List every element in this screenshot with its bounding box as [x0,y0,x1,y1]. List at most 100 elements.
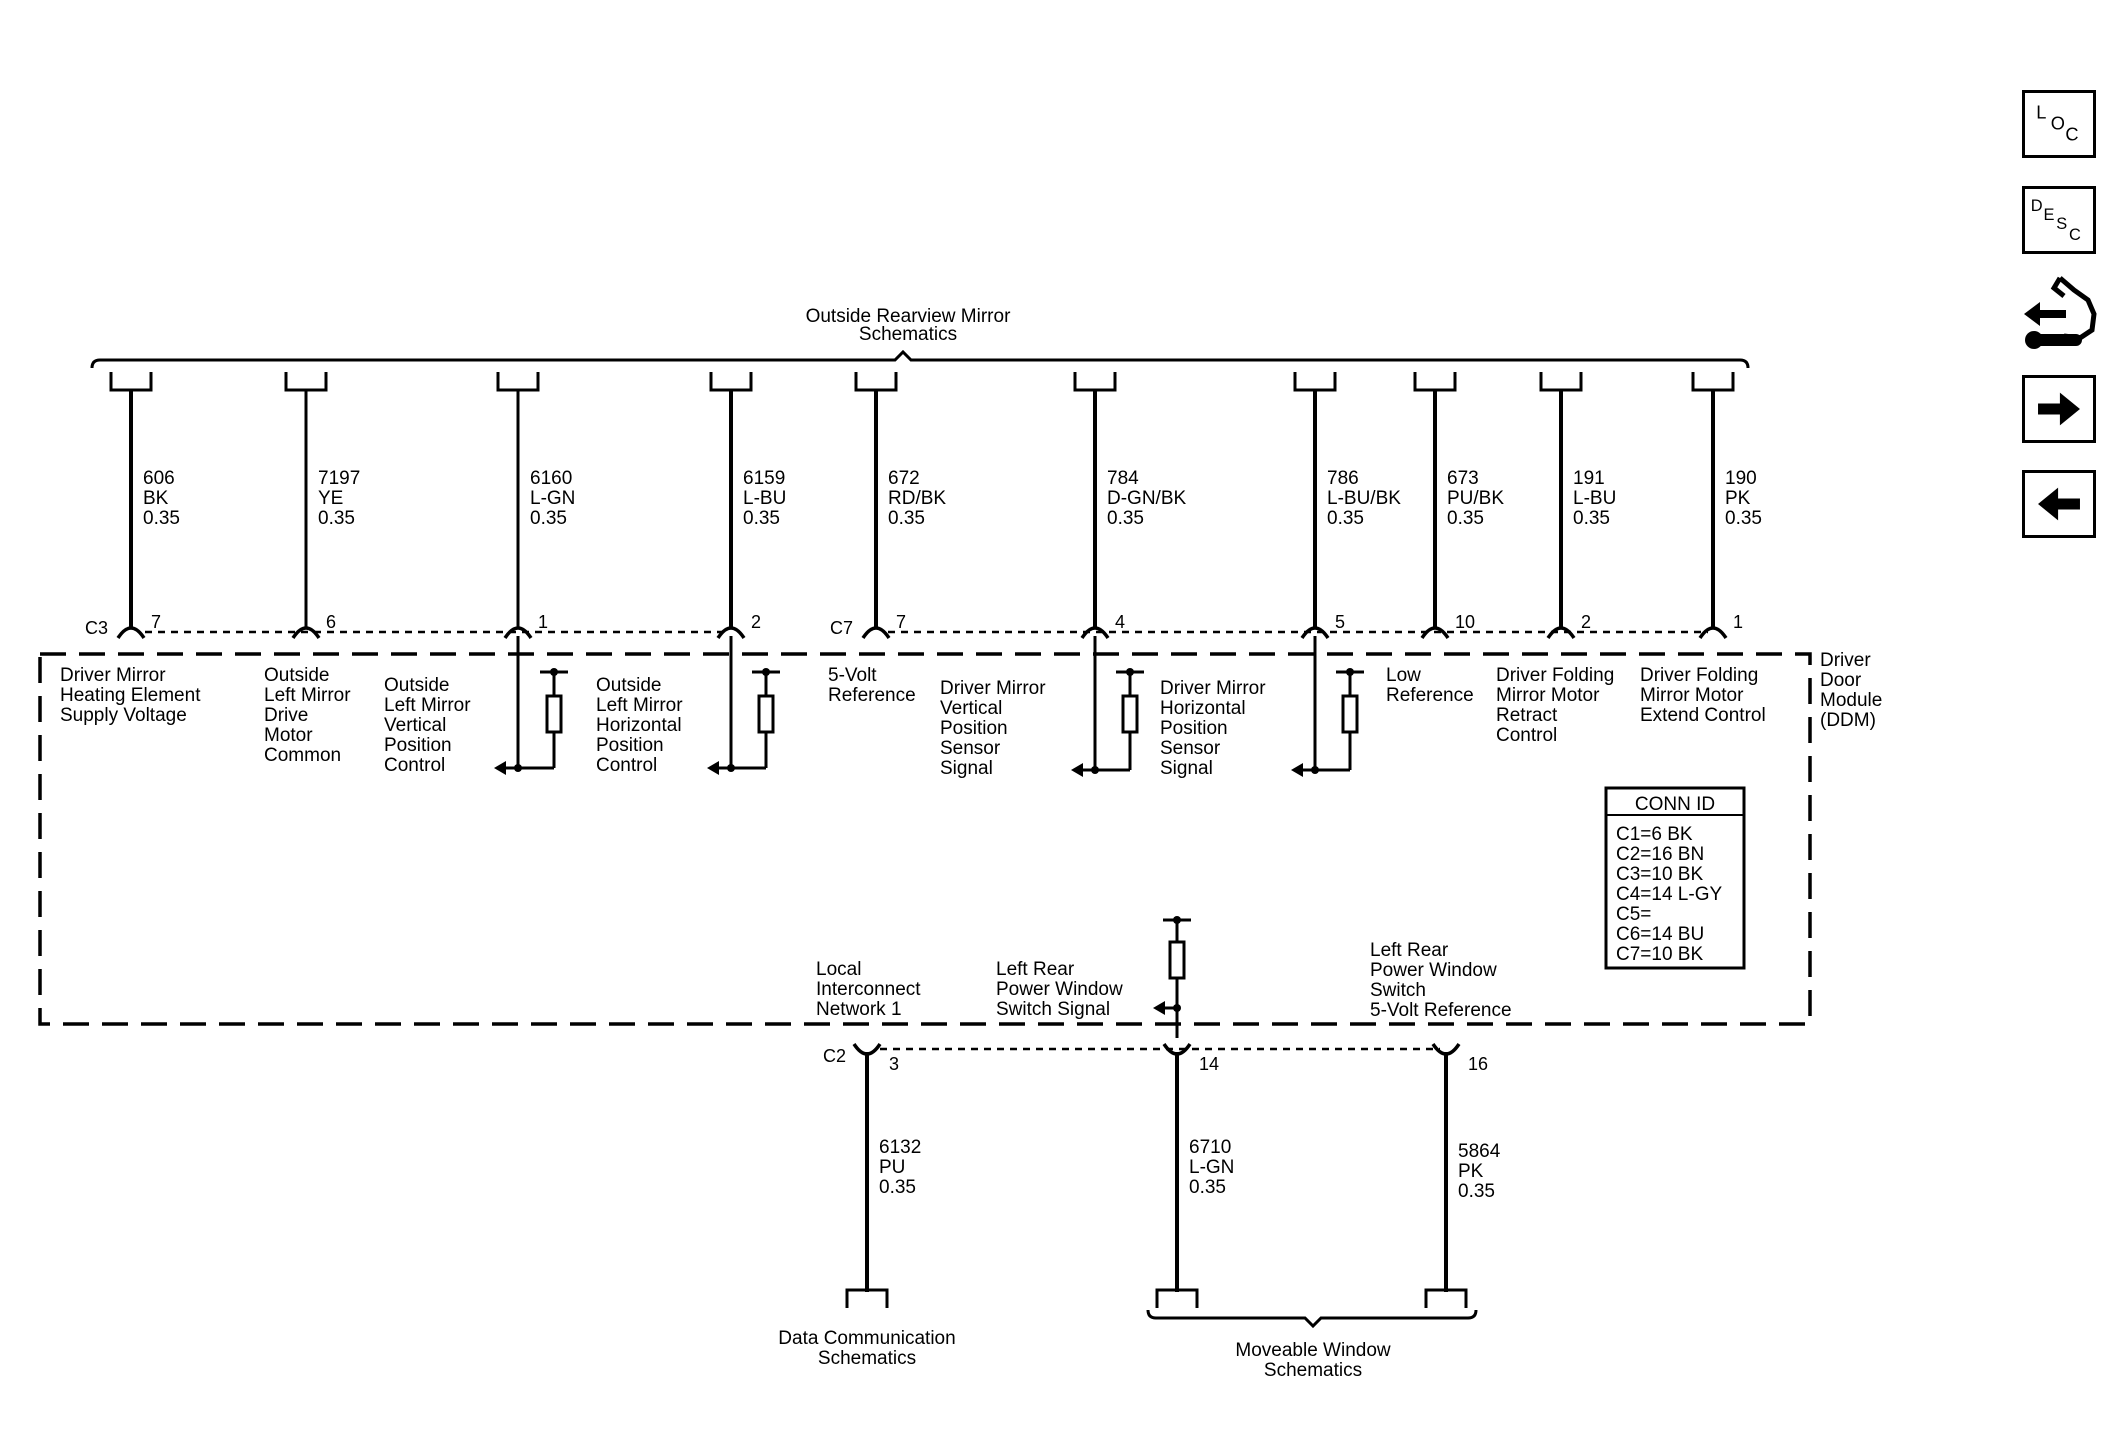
wire-circuit: 190 [1725,468,1757,489]
pin-number: 16 [1468,1054,1488,1074]
pin-function-label: Left Rear [1370,940,1449,961]
connector-id: C7 [830,618,853,638]
pin-number: 2 [751,612,761,632]
pin-number: 1 [538,612,548,632]
pin-function-label: 5-Volt Reference [1370,1000,1512,1021]
pin-function-label: Reference [1386,685,1474,706]
top-group-bracket [90,349,1750,369]
wire-gauge: 0.35 [1189,1177,1226,1198]
pin-function-label: Signal [1160,758,1213,779]
pin-function-label: Outside [596,675,661,696]
terminal [291,626,321,640]
wire-circuit: 6160 [530,468,572,489]
terminal [503,626,533,640]
wire-color: PK [1458,1161,1484,1182]
pin-function-label: 5-Volt [828,665,877,686]
wire-circuit: 784 [1107,468,1139,489]
pin-number: 14 [1199,1054,1219,1074]
conn-id-row: C7=10 BK [1616,944,1703,965]
pin-function-label: Left Mirror [596,695,683,716]
wire-color: PK [1725,488,1751,509]
ddm-module-boundary [38,652,1812,1026]
diagram-labels: Outside Rearview MirrorSchematicsDriver … [60,306,1882,1381]
node-dot [762,668,770,676]
pin-function-label: Drive [264,705,308,726]
pin-function-label: Sensor [940,738,1001,759]
pin-function-label: Switch [1370,980,1426,1001]
conn-id-row: C5= [1616,904,1651,925]
bottom-group-title: Data Communication [778,1328,955,1349]
node-dot [514,764,522,772]
connector-stub [854,372,898,392]
node-dot [1173,1004,1181,1012]
connector-stub [284,372,328,392]
location-button[interactable]: L O C [2022,90,2096,158]
signal-arrow-icon [494,761,506,775]
wire-gauge: 0.35 [530,508,567,529]
pin-function-label: Heating Element [60,685,201,706]
desc-d: D [2031,197,2043,215]
top-wires: 606BK0.357C37197YE0.3566160L-GN0.3516159… [85,372,1762,640]
ddm-module-label: Driver [1820,650,1871,671]
wire-gauge: 0.35 [1458,1181,1495,1202]
pin-function-label: Reference [828,685,916,706]
connector-id: C2 [823,1046,846,1066]
pin-function-label: Position [384,735,452,756]
next-page-button[interactable] [2022,375,2096,443]
ddm-module-label: Module [1820,690,1882,711]
wire-gauge: 0.35 [1725,508,1762,529]
resistor-icon [545,694,563,734]
resistor-icon [1341,694,1359,734]
wire-gauge: 0.35 [1327,508,1364,529]
conn-id-row: C2=16 BN [1616,844,1704,865]
description-button[interactable]: D E S C [2022,186,2096,254]
node-dot [550,668,558,676]
connector-stub [1073,372,1117,392]
conn-id-row: C6=14 BU [1616,924,1704,945]
pin-number: 1 [1733,612,1743,632]
pin-function-label: Left Rear [996,959,1075,980]
bottom-group-bracket [1146,1309,1478,1329]
pin-number: 4 [1115,612,1125,632]
pin-function-label: Interconnect [816,979,921,1000]
signal-arrow-icon [1071,763,1083,777]
desc-e: E [2044,206,2055,224]
wire-gauge: 0.35 [318,508,355,529]
wire-gauge: 0.35 [143,508,180,529]
connector-stub [1691,372,1735,392]
node-dot [1311,766,1319,774]
pin-function-label: Driver Mirror [60,665,166,686]
wire-circuit: 606 [143,468,175,489]
connector-stub [109,372,153,392]
wire-color: D-GN/BK [1107,488,1187,509]
terminal [1300,626,1330,640]
pin-function-label: Driver Folding [1496,665,1614,686]
pin-function-label: Left Mirror [384,695,471,716]
wire-color: RD/BK [888,488,946,509]
pin-function-label: Vertical [384,715,446,736]
wire-gauge: 0.35 [888,508,925,529]
previous-arrow-icon [2038,487,2080,521]
pin-function-label: Mirror Motor [1496,685,1600,706]
pin-function-label: Horizontal [1160,698,1246,719]
previous-page-button[interactable] [2022,470,2096,538]
resistor-icon [1168,940,1186,980]
node-dot [1091,766,1099,774]
pin-function-label: Power Window [1370,960,1497,981]
wire-color: L-GN [1189,1157,1234,1178]
connector-view-icon[interactable] [2020,272,2100,356]
wire-gauge: 0.35 [1573,508,1610,529]
node-dot [1346,668,1354,676]
connector-id: C3 [85,618,108,638]
top-group-title: Schematics [859,324,957,345]
pin-function-label: Low [1386,665,1421,686]
node-dot [1173,916,1181,924]
